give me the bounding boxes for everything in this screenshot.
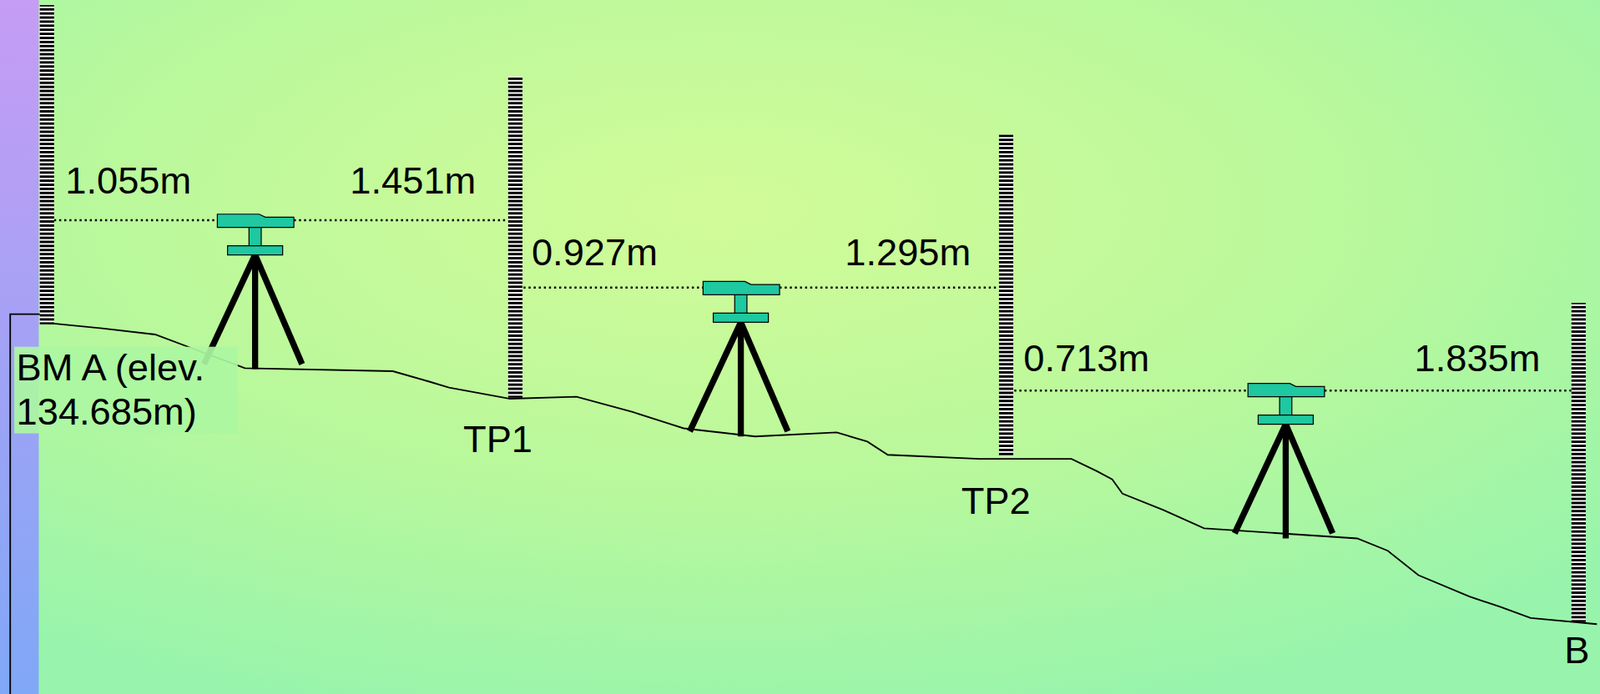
ground-profile bbox=[40, 322, 1597, 625]
level-instrument bbox=[1234, 383, 1333, 540]
point-label: B bbox=[1564, 629, 1590, 673]
leveling-staff bbox=[1571, 302, 1586, 623]
staff-reading: 1.451m bbox=[349, 160, 476, 204]
staff-reading: 1.055m bbox=[65, 160, 192, 204]
leveling-staff bbox=[999, 134, 1014, 456]
staff-reading: 1.295m bbox=[844, 232, 971, 276]
staff-reading: 0.927m bbox=[531, 232, 658, 276]
leveling-staff bbox=[40, 5, 55, 325]
point-label: TP1 bbox=[463, 418, 533, 462]
staff-reading: 0.713m bbox=[1023, 338, 1150, 382]
staff-reading: 1.835m bbox=[1413, 338, 1540, 382]
level-instrument bbox=[689, 281, 788, 437]
point-label: TP2 bbox=[961, 480, 1031, 525]
leveling-staff bbox=[508, 76, 523, 399]
bench-mark-label: BM A (elev. 134.685m) bbox=[14, 347, 238, 435]
